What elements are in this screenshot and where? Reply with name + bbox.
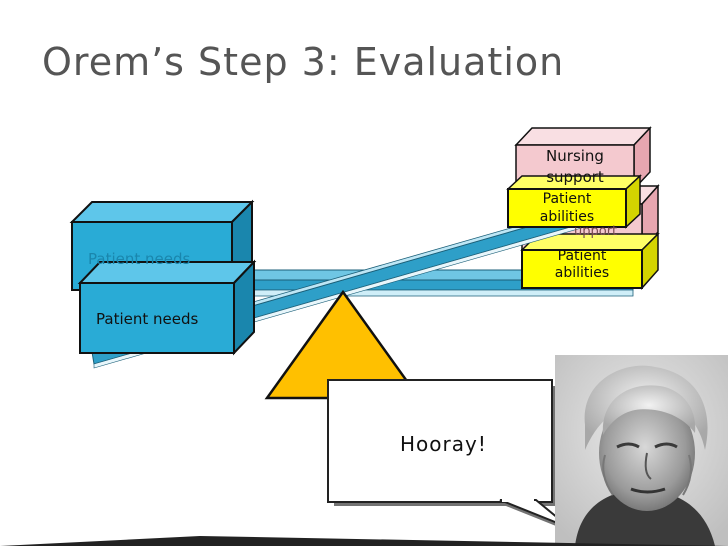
front-right-nursing-label: Nursing support xyxy=(516,146,634,188)
front-right-nursing-line1: Nursing xyxy=(546,147,604,165)
front-right-abilities-label: Patient abilities xyxy=(508,190,626,226)
occluded-support-label: upport xyxy=(574,224,618,239)
front-right-nursing-line2: support xyxy=(546,168,604,186)
back-right-abilities-line2: abilities xyxy=(554,265,610,281)
back-right-abilities-label: Patient abilities xyxy=(522,248,642,282)
callout-text: Hooray! xyxy=(400,432,487,456)
front-left-needs-box xyxy=(77,259,257,356)
bottom-decor-bar xyxy=(0,536,728,546)
front-right-boxes xyxy=(506,126,652,229)
front-left-needs-label: Patient needs xyxy=(96,310,199,328)
back-left-needs-label: Patient needs xyxy=(88,250,191,268)
back-right-abilities-line1: Patient xyxy=(557,248,607,264)
speech-callout xyxy=(327,379,576,534)
front-right-abilities-line2: abilities xyxy=(539,209,595,225)
slide-title: Orem’s Step 3: Evaluation xyxy=(42,40,565,84)
front-right-abilities-line1: Patient xyxy=(542,191,592,207)
portrait-photo-icon xyxy=(555,355,728,546)
